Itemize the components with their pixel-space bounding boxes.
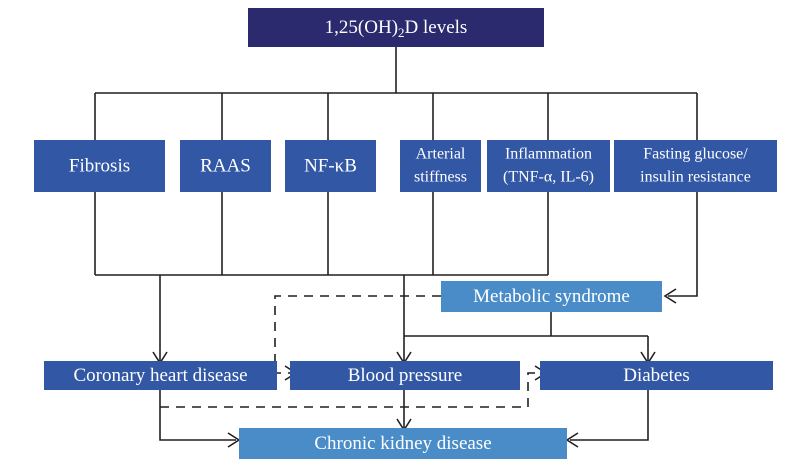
- node-diabetes[interactable]: Diabetes: [540, 361, 773, 390]
- connector-dashed-metabolic-to-bp: [274, 295, 441, 374]
- node-fibrosis-label: Fibrosis: [69, 155, 130, 176]
- node-coronary-heart-disease-rect[interactable]: [44, 361, 277, 390]
- arrowhead-fasting-to-metabolic: [663, 288, 677, 304]
- node-raas-rect[interactable]: [180, 140, 271, 192]
- connector-chd-to-ckd: [159, 390, 236, 441]
- node-vitamin-d-levels-label: 1,25(OH)2D levels: [325, 17, 468, 40]
- connector-fasting-to-metabolic: [668, 192, 698, 297]
- node-inflammation-label-line2: (TNF-α, IL-6): [503, 169, 594, 186]
- node-nf-kb[interactable]: NF-κB: [285, 140, 376, 192]
- node-arterial-stiffness-rect[interactable]: [400, 140, 481, 192]
- node-raas-label: RAAS: [200, 155, 251, 176]
- node-inflammation[interactable]: Inflammation (TNF-α, IL-6): [487, 140, 610, 192]
- connector-layer: [94, 47, 698, 448]
- node-nf-kb-label: NF-κB: [304, 155, 357, 176]
- vitd-label-tail: D levels: [405, 17, 468, 38]
- node-metabolic-syndrome[interactable]: Metabolic syndrome: [441, 281, 662, 312]
- node-diabetes-rect[interactable]: [540, 361, 773, 390]
- node-vitamin-d-levels[interactable]: 1,25(OH)2D levels: [248, 8, 544, 47]
- node-vitamin-d-levels-rect[interactable]: [248, 8, 544, 47]
- connector-diabetes-to-ckd: [570, 390, 649, 441]
- vitd-label-main: 1,25(OH): [325, 17, 398, 38]
- node-fasting-glucose-label-line2: insulin resistance: [640, 169, 751, 186]
- node-fasting-glucose-label-line1: Fasting glucose/: [643, 146, 748, 163]
- node-coronary-heart-disease-label: Coronary heart disease: [73, 365, 247, 386]
- node-arterial-stiffness-label-line2: stiffness: [414, 169, 467, 186]
- node-inflammation-rect[interactable]: [487, 140, 610, 192]
- node-blood-pressure-rect[interactable]: [290, 361, 520, 390]
- node-diabetes-label: Diabetes: [623, 365, 689, 386]
- connector-dashed-to-diabetes: [160, 372, 540, 408]
- node-arterial-stiffness[interactable]: Arterial stiffness: [400, 140, 481, 192]
- node-metabolic-syndrome-rect[interactable]: [441, 281, 662, 312]
- node-nf-kb-rect[interactable]: [285, 140, 376, 192]
- vitd-label-sub: 2: [398, 25, 405, 40]
- node-coronary-heart-disease[interactable]: Coronary heart disease: [44, 361, 277, 390]
- node-arterial-stiffness-label-line1: Arterial: [416, 146, 466, 163]
- node-blood-pressure[interactable]: Blood pressure: [290, 361, 520, 390]
- node-fibrosis-rect[interactable]: [34, 140, 165, 192]
- node-fasting-glucose[interactable]: Fasting glucose/ insulin resistance: [614, 140, 777, 192]
- node-chronic-kidney-disease[interactable]: Chronic kidney disease: [239, 428, 567, 459]
- node-metabolic-syndrome-label: Metabolic syndrome: [473, 286, 630, 307]
- node-fibrosis[interactable]: Fibrosis: [34, 140, 165, 192]
- node-chronic-kidney-disease-rect[interactable]: [239, 428, 567, 459]
- node-raas[interactable]: RAAS: [180, 140, 271, 192]
- node-chronic-kidney-disease-label: Chronic kidney disease: [314, 433, 491, 454]
- node-fasting-glucose-rect[interactable]: [614, 140, 777, 192]
- node-blood-pressure-label: Blood pressure: [348, 365, 463, 386]
- node-inflammation-label-line1: Inflammation: [505, 146, 592, 163]
